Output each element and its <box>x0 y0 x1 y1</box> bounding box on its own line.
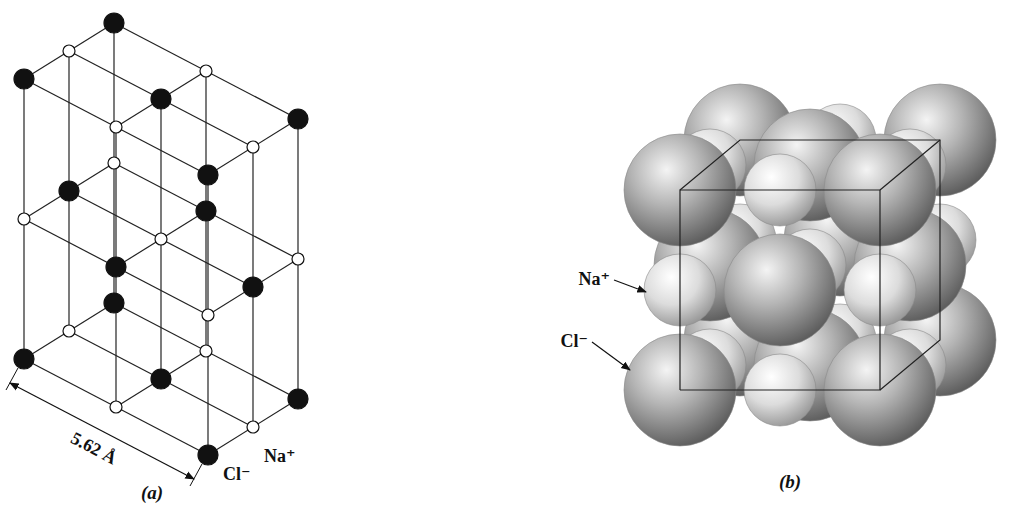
sodium-ball <box>18 213 30 225</box>
sodium-ball <box>63 45 75 57</box>
chloride-ball <box>151 369 171 389</box>
sodium-ball <box>110 401 122 413</box>
dimension-tick <box>6 368 18 390</box>
lattice-line <box>114 163 298 259</box>
lattice-line <box>208 119 298 175</box>
sodium-ball <box>200 65 212 77</box>
chloride-ball <box>196 201 216 221</box>
chloride-ball <box>243 277 263 297</box>
sodium-ball <box>110 121 122 133</box>
lattice-line <box>116 71 206 127</box>
lattice-line <box>114 303 298 399</box>
chloride-ball <box>288 109 308 129</box>
chloride-ball <box>14 69 34 89</box>
sodium-ball <box>155 233 167 245</box>
chloride-ball <box>104 293 124 313</box>
chloride-ball <box>104 13 124 33</box>
unit-cell-outline <box>880 140 940 190</box>
sodium-ball <box>63 325 75 337</box>
chloride-ball <box>288 389 308 409</box>
panel-label: (b) <box>779 472 801 493</box>
sodium-ball <box>247 141 259 153</box>
leader-arrow <box>592 342 630 370</box>
chloride-ball <box>198 445 218 465</box>
dimension-label: 5.62 Å <box>67 429 120 469</box>
lattice-line <box>114 23 298 119</box>
ion-label: Cl⁻ <box>223 465 251 485</box>
sodium-ball <box>292 253 304 265</box>
sodium-ball <box>200 345 212 357</box>
dimension-tick <box>190 464 202 486</box>
dimension-line <box>10 383 194 479</box>
ion-label: Na⁺ <box>264 447 296 467</box>
leader-arrow <box>614 280 646 292</box>
chloride-ball <box>106 257 126 277</box>
sodium-ball <box>108 157 120 169</box>
lattice-line <box>24 23 114 79</box>
panel-label: (a) <box>141 483 163 504</box>
chloride-ball <box>198 165 218 185</box>
lattice-line <box>24 79 208 175</box>
chloride-ball <box>59 181 79 201</box>
unit-cell-outline <box>680 190 880 390</box>
chloride-ball <box>14 349 34 369</box>
lattice-line <box>69 51 253 147</box>
chloride-ball <box>151 89 171 109</box>
ion-label: Na⁺ <box>579 270 611 290</box>
sodium-ball <box>247 421 259 433</box>
sodium-ball <box>202 309 214 321</box>
ion-label: Cl⁻ <box>560 332 588 352</box>
chloride-sphere <box>724 234 836 346</box>
unit-cell-outline <box>680 140 940 390</box>
